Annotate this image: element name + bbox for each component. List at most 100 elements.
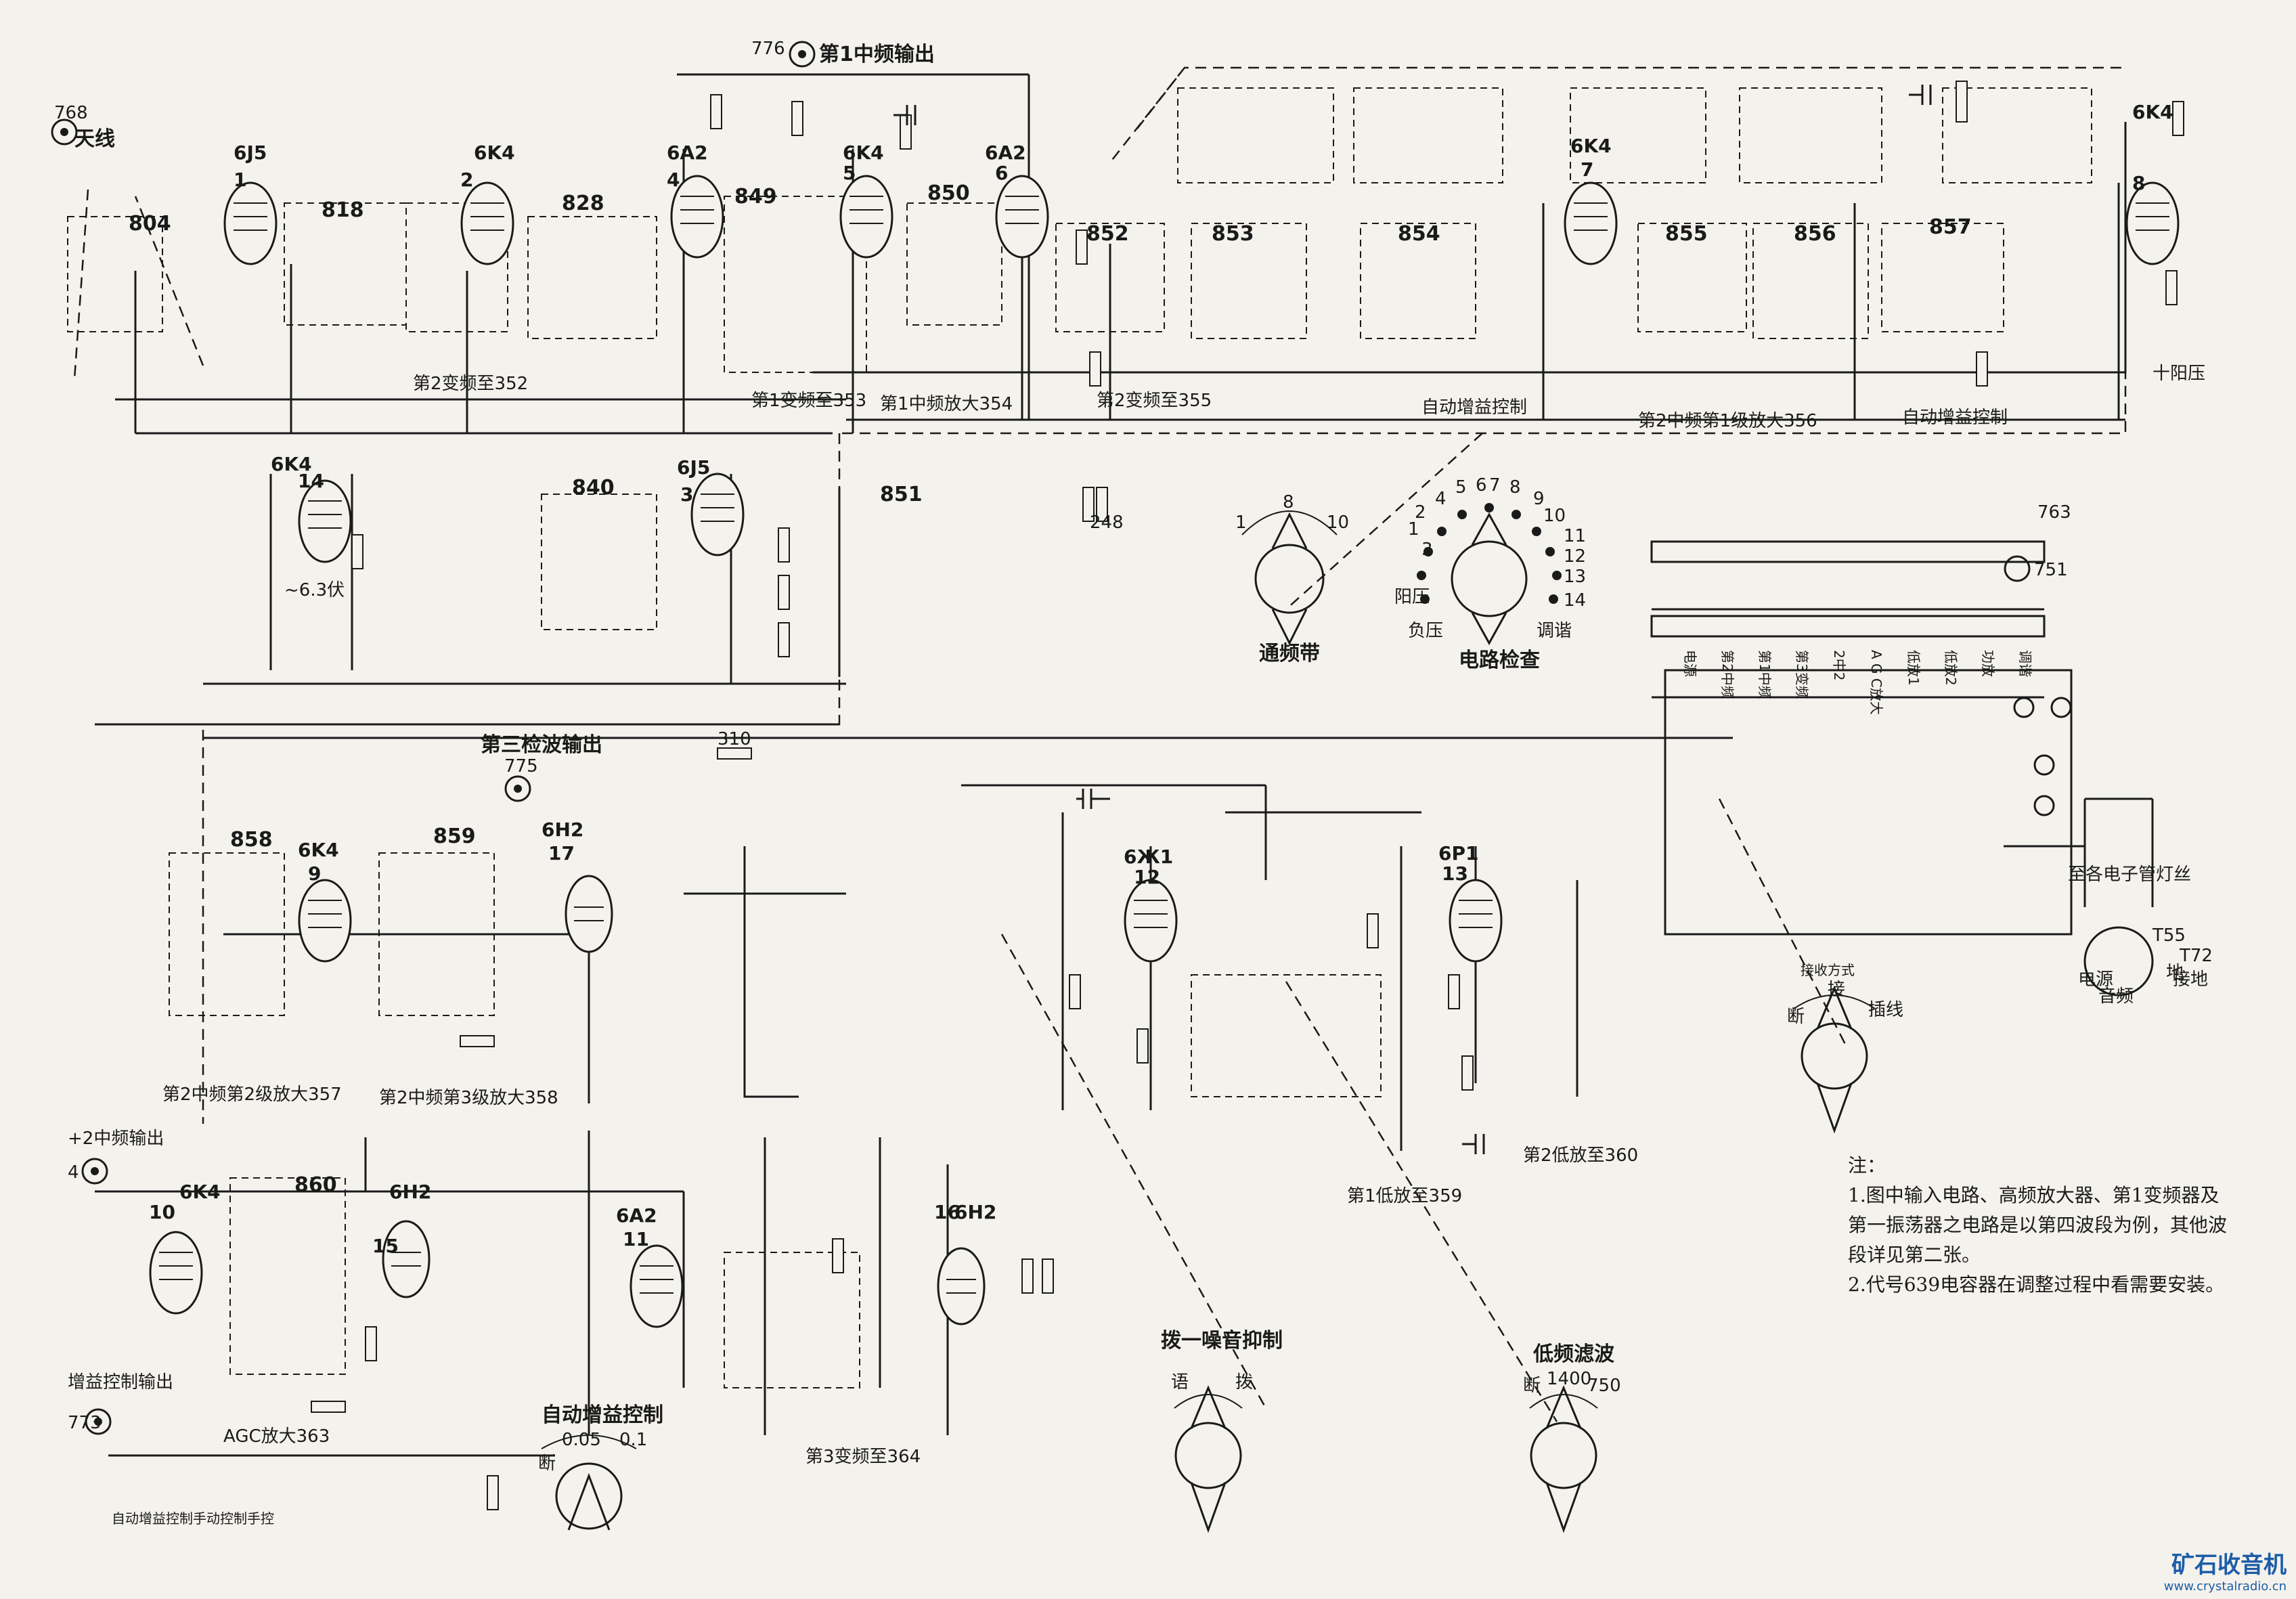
stage-label-10: 第2低放至360 [1523,1145,1638,1166]
meter-strip-9: 调谐 [2017,650,2033,677]
coil-860: 860 [294,1173,337,1197]
tube-12-num: 12 [1134,866,1160,888]
lowpass-mark-off: 断 [1523,1376,1541,1396]
passive-components [311,81,2184,1510]
lowpass-switch [1529,1385,1598,1533]
note-item-1: 1.图中输入电路、高频放大器、第1变频器及第一振荡器之电路是以第四波段为例，其他… [1848,1184,2228,1266]
check-switch-label: 电路检查 [1459,649,1540,672]
bandwidth-switch-label: 通频带 [1259,642,1320,665]
tube-10-type: 6K4 [179,1181,221,1203]
tube-2 [460,181,514,265]
tube-17-type: 6H2 [542,818,583,841]
antenna-jack [51,118,78,146]
lowpass-switch-label: 低频滤波 [1532,1342,1615,1366]
b-plus-label: 十阳压 [2152,364,2205,384]
agc-switch-label: 自动增益控制 [542,1403,663,1427]
coil-840: 840 [572,476,615,500]
meter-strip-5: A G C放大 [1868,650,1884,715]
coil-849: 849 [734,185,777,209]
coil-850: 850 [927,181,970,205]
bandwidth-switch [1241,510,1338,646]
tube-5-type: 6K4 [843,141,884,164]
tube-13 [1449,879,1503,963]
if1-out-label: 第1中频输出 [819,43,935,66]
tube-5 [839,175,893,259]
tube-13-num: 13 [1442,862,1468,885]
coil-851: 851 [880,483,923,506]
check-num-9: 9 [1533,489,1545,509]
tube-15-type: 6H2 [389,1181,431,1203]
meter-strip-4: 2中2 [1831,650,1847,680]
tube-15 [382,1220,430,1298]
stage-label-7: 第2中频第2级放大357 [162,1085,342,1105]
ground-terminal-label: 接地 [2173,969,2208,990]
tube-12 [1124,879,1178,963]
switch-dials [541,510,1876,1533]
ground-label: 地 [2166,963,2184,983]
stage-label-13: 自动增益控制手动控制手控 [112,1510,274,1527]
stage-label-9: 第1低放至359 [1347,1186,1462,1206]
det3-out-label: 第三检波输出 [481,733,602,757]
bandwidth-mark-8: 8 [1283,492,1294,512]
if2-out-jack-num: 4 [68,1162,79,1183]
tube-4 [670,175,724,259]
agc-switch [541,1434,637,1531]
tube-7-type: 6K4 [1570,135,1612,157]
tube-15-num: 15 [372,1235,399,1257]
agc-mark-01: 0.1 [619,1430,647,1450]
coil-855: 855 [1665,222,1708,246]
coil-859: 859 [433,825,476,848]
circuit-check-switch [1451,512,1528,646]
tube-10-num: 10 [149,1201,175,1223]
check-num-6: 6 [1476,475,1487,496]
if1-out-jack-num: 776 [751,39,785,59]
watermark-title: 矿石收音机 [2171,1552,2287,1579]
bandwidth-mark-10: 10 [1327,512,1349,533]
power-socket [2083,926,2154,996]
tube-9-num: 9 [308,862,321,885]
tube-16-num: 16 [934,1201,961,1223]
meter-strip-2: 第1中频 [1757,650,1773,699]
jacks [51,41,2154,1435]
check-side-neg: 负压 [1408,621,1443,641]
tube-4-type: 6A2 [667,141,708,164]
stage-label-5: 第2中频第1级放大356 [1638,411,1817,431]
agc-out-jack-num: 773 [68,1413,102,1433]
noise-switch-label: 拨一噪音抑制 [1161,1329,1283,1353]
mode-switch [1793,986,1876,1134]
res-310: 310 [718,729,751,749]
noise-switch [1174,1385,1243,1533]
tube-16 [937,1247,986,1326]
coil-856: 856 [1794,222,1836,246]
check-num-8: 8 [1509,477,1521,498]
check-num-12: 12 [1564,546,1586,567]
stage-label-11: 第3变频至364 [805,1447,921,1467]
tube-5-num: 5 [843,162,856,184]
tube-8-num: 8 [2132,172,2145,194]
check-num-10: 10 [1543,506,1566,526]
noise-mark-a: 语 [1171,1372,1189,1393]
lowpass-mark-750: 750 [1587,1376,1621,1396]
tube-11-type: 6A2 [616,1204,657,1227]
check-side-tune: 调谐 [1537,621,1572,641]
tube-8-type: 6K4 [2132,101,2173,123]
stage-label-0: 第2变频至352 [413,374,528,394]
power-label: 电源 [2078,969,2113,990]
pilot-lamps [2013,697,2072,816]
meter-763: 763 [2037,502,2071,523]
stage-label-6: 自动增益控制 [1902,408,2008,428]
check-num-14: 14 [1564,590,1586,611]
res-248: 248 [1090,512,1124,533]
meter-strip-1: 第2中频 [1719,650,1736,699]
meter-strip-0: 电源 [1682,650,1698,677]
coil-854: 854 [1398,222,1440,246]
bandwidth-mark-1: 1 [1235,512,1247,533]
audio-label: 音频 [2098,986,2134,1007]
stage-label-3: 第2变频至355 [1097,391,1212,411]
tube-17 [565,875,613,953]
notes-block: 注： 1.图中输入电路、高频放大器、第1变频器及第一振荡器之电路是以第四波段为例… [1848,1151,2227,1300]
agc-mark-005: 0.05 [562,1430,601,1450]
tube-13-type: 6P1 [1438,842,1479,864]
heater-all-label: 至各电子管灯丝 [2068,864,2191,885]
